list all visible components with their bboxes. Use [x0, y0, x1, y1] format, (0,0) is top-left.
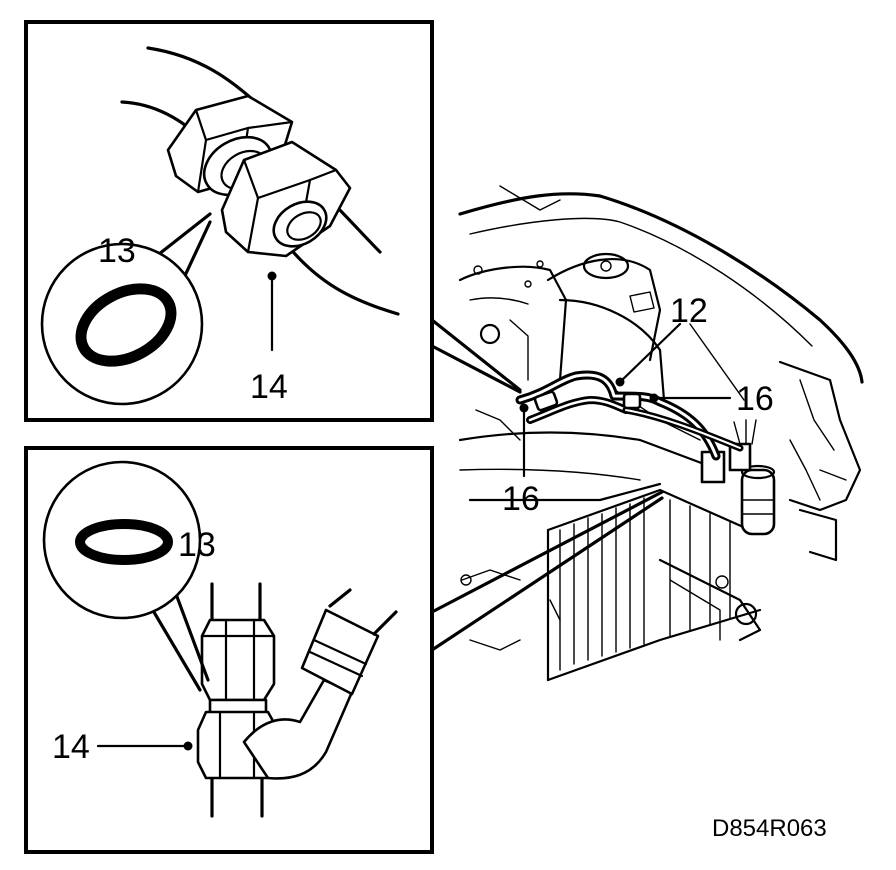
top-inset-panel: 13 14 [24, 20, 434, 422]
vehicle-callout-12: 12 [615, 292, 745, 401]
condenser [546, 488, 762, 682]
refrigerant-line-12 [515, 370, 744, 461]
bottom-curved-hose [242, 588, 398, 780]
top-label-14: 14 [250, 368, 288, 406]
bottom-label-14: 14 [52, 728, 90, 766]
bottom-callout-14: 14 [52, 728, 193, 766]
vehicle-callout-16-left: 16 [502, 403, 540, 518]
vehicle-label-16-right: 16 [736, 380, 774, 418]
vehicle-engine-bay: 12 16 16 [458, 185, 864, 682]
top-o-ring-magnifier [40, 212, 212, 406]
bottom-inset-panel: 13 14 [24, 446, 434, 854]
vehicle-label-16-left: 16 [502, 480, 540, 518]
bottom-label-13: 13 [178, 526, 216, 564]
bottom-o-ring-magnifier [42, 460, 210, 692]
top-callout-13: 13 [98, 232, 136, 270]
top-callout-14: 14 [250, 271, 288, 406]
vehicle-label-12: 12 [670, 292, 708, 330]
bottom-o-ring [75, 519, 173, 565]
top-label-13: 13 [98, 232, 136, 270]
top-o-ring [75, 283, 177, 367]
bottom-callout-13: 13 [178, 526, 216, 564]
figure-code: D854R063 [712, 815, 827, 842]
top-hex-nut-right [220, 140, 352, 258]
bottom-hex-nut-upper [200, 618, 276, 726]
vehicle-callout-16-right: 16 [649, 380, 774, 445]
